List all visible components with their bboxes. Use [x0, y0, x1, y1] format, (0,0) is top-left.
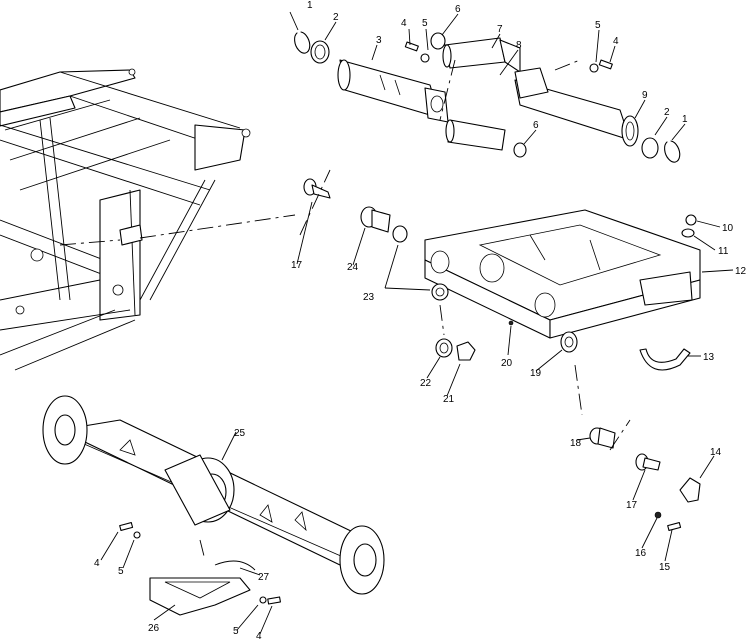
- callout-12: 12: [735, 266, 747, 277]
- callout-4: 4: [94, 558, 100, 569]
- callout-16: 16: [635, 548, 647, 559]
- callout-19: 19: [530, 368, 542, 379]
- small-hardware: [303, 178, 701, 532]
- callout-18: 18: [570, 438, 582, 449]
- callout-1: 1: [682, 114, 688, 125]
- callout-labels: 1 2 3 4 5 6 7 8 5 4 9 2 1 6 10 11 12 13 …: [94, 0, 747, 640]
- callout-9: 9: [642, 90, 648, 101]
- callout-26: 26: [148, 623, 160, 634]
- callout-1: 1: [307, 0, 313, 11]
- callout-13: 13: [703, 352, 715, 363]
- leader-lines: [59, 11, 734, 635]
- callout-5: 5: [233, 626, 239, 637]
- callout-3: 3: [376, 35, 382, 46]
- callout-6: 6: [455, 4, 461, 15]
- callout-5: 5: [595, 20, 601, 31]
- callout-11: 11: [718, 246, 729, 257]
- callout-24: 24: [347, 262, 359, 273]
- callout-2: 2: [664, 107, 670, 118]
- callout-4: 4: [256, 631, 262, 640]
- callout-17: 17: [626, 500, 638, 511]
- callout-4: 4: [613, 36, 619, 47]
- callout-17: 17: [291, 260, 303, 271]
- bushing: [310, 40, 330, 64]
- callout-6: 6: [533, 120, 539, 131]
- callout-4: 4: [401, 18, 407, 29]
- vehicle-frame: [0, 68, 251, 371]
- callout-20: 20: [501, 358, 513, 369]
- skid-plate: [119, 521, 281, 616]
- inner-shaft-2: [447, 119, 506, 151]
- pivot-tube-assembly: [294, 31, 681, 163]
- callout-14: 14: [710, 447, 722, 458]
- callout-22: 22: [420, 378, 432, 389]
- callout-10: 10: [722, 223, 734, 234]
- rear-axle-assembly: [42, 395, 385, 595]
- bolt: [404, 41, 419, 52]
- callout-27: 27: [258, 572, 270, 583]
- callout-15: 15: [659, 562, 671, 573]
- callout-2: 2: [333, 12, 339, 23]
- callout-7: 7: [497, 24, 503, 35]
- snap-ring: [294, 31, 311, 54]
- cap: [679, 477, 701, 503]
- callout-25: 25: [234, 428, 246, 439]
- callout-5: 5: [118, 566, 124, 577]
- callout-23: 23: [363, 292, 375, 303]
- callout-8: 8: [516, 40, 522, 51]
- u-tube: [639, 348, 691, 371]
- callout-5: 5: [422, 18, 428, 29]
- swing-arm-housing: [424, 209, 701, 339]
- callout-21: 21: [443, 394, 455, 405]
